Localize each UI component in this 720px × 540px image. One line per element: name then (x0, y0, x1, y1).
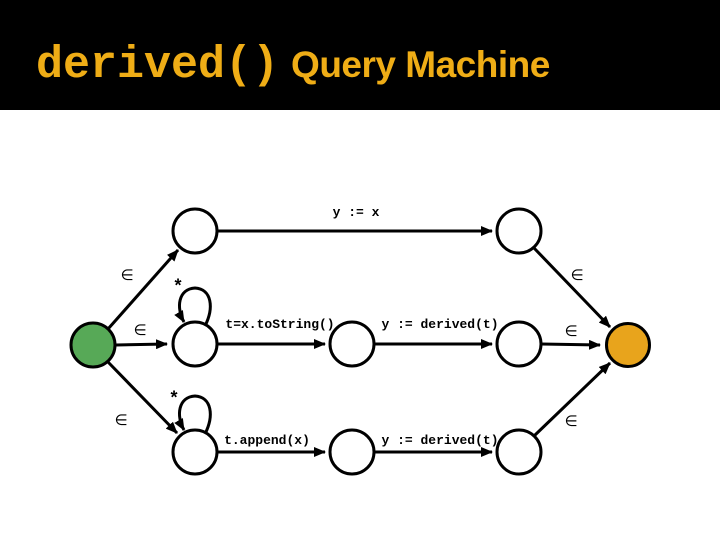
node-bottom-center (328, 428, 376, 476)
epsilon-label-start-bottom: ∈ (114, 411, 127, 429)
node-middle-right (495, 320, 543, 368)
epsilon-label-middle-accept: ∈ (564, 322, 577, 340)
star-label-middle-loop: * (173, 278, 184, 298)
page-title: Query Machine (291, 44, 550, 85)
edge-middle-to-accept (540, 339, 601, 350)
edge-label-y-assign-x: y := x (333, 205, 380, 220)
node-middle-center (328, 320, 376, 368)
edge-start-to-bottom (106, 360, 179, 435)
node-top-left (171, 207, 219, 255)
edge-label-derived-middle: y := derived(t) (381, 317, 498, 332)
node-top-right (495, 207, 543, 255)
edge-start-to-middle (115, 339, 168, 350)
epsilon-label-start-top: ∈ (120, 266, 133, 284)
page-title-code: derived() (36, 40, 280, 91)
epsilon-label-top-accept: ∈ (570, 266, 583, 284)
edge-label-tostring: t=x.toString() (225, 317, 334, 332)
node-bottom-right (495, 428, 543, 476)
self-loop-bottom (174, 394, 212, 435)
star-label-bottom-loop: * (169, 390, 180, 410)
node-bottom-left (171, 428, 219, 476)
slide-header: derived() Query Machine (0, 0, 720, 110)
epsilon-label-start-middle: ∈ (133, 321, 146, 339)
self-loop-middle (174, 286, 212, 327)
node-accept (605, 322, 651, 368)
edge-label-append: t.append(x) (224, 433, 310, 448)
edge-start-to-top (106, 249, 180, 330)
node-start (69, 321, 117, 369)
edge-top-to-accept (532, 246, 612, 329)
epsilon-label-bottom-accept: ∈ (564, 412, 577, 430)
edge-label-derived-bottom: y := derived(t) (381, 433, 498, 448)
node-middle-left (171, 320, 219, 368)
edge-bottom-to-accept (532, 361, 612, 438)
